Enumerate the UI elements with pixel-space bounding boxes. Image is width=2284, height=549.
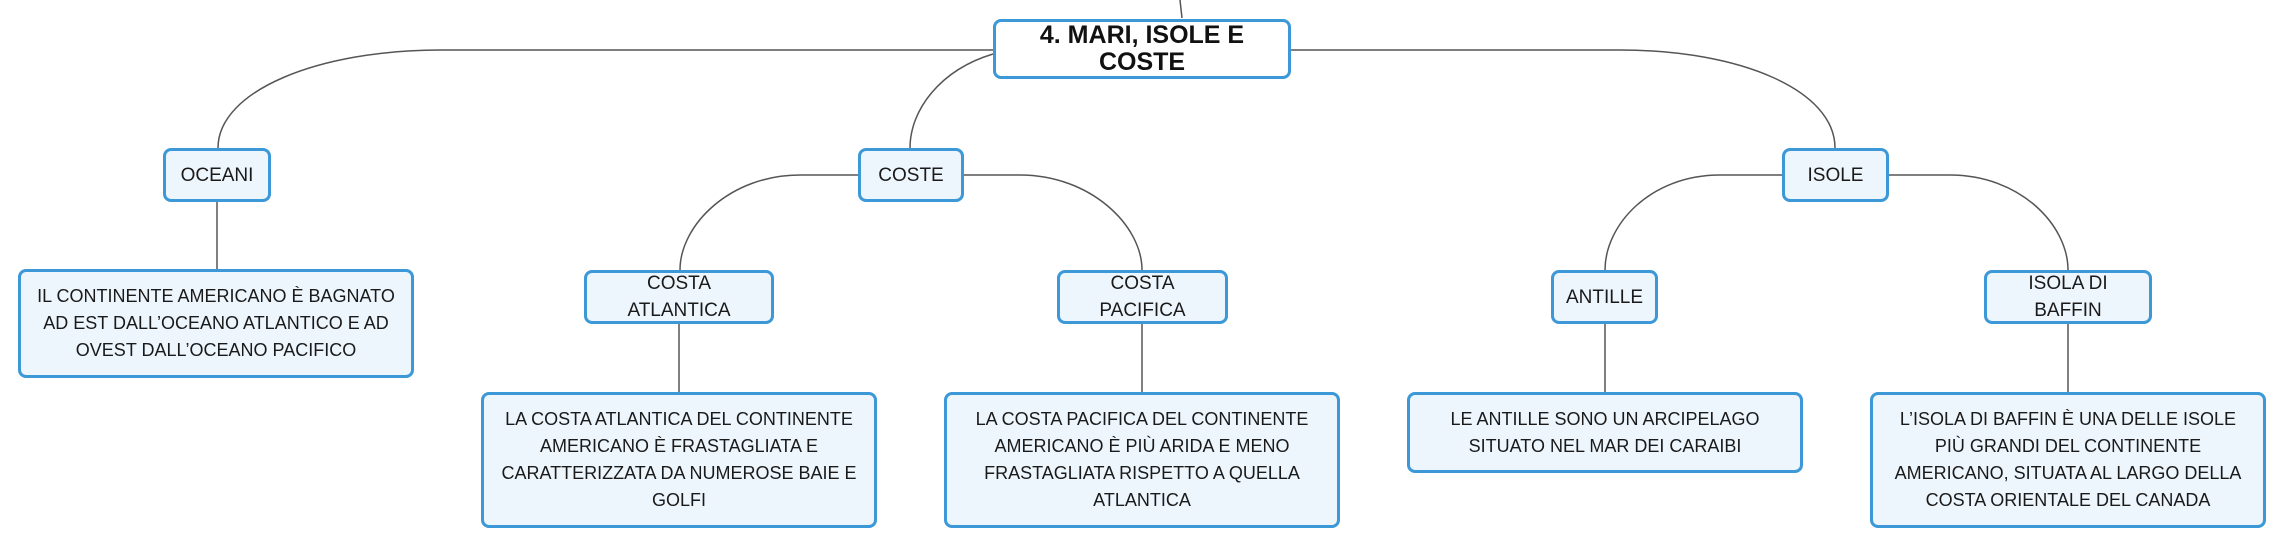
connector-root-oceani [217,49,993,149]
node-isole[interactable]: ISOLE [1782,148,1889,202]
node-antille[interactable]: ANTILLE [1551,270,1658,324]
node-costa-pacifica-detail[interactable]: LA COSTA PACIFICA DEL CONTINENTE AMERICA… [944,392,1340,528]
connector-root-isole [1290,49,1836,149]
node-oceani-detail[interactable]: IL CONTINENTE AMERICANO È BAGNATO AD EST… [18,269,414,378]
node-antille-detail[interactable]: LE ANTILLE SONO UN ARCIPELAGO SITUATO NE… [1407,392,1803,473]
connector-isole-baffin [1887,174,2069,271]
node-costa-pacifica[interactable]: COSTA PACIFICA [1057,270,1228,324]
connector-coste-atlantica [679,174,860,271]
node-oceani[interactable]: OCEANI [163,148,271,202]
connector-root-parent [1179,0,1183,19]
node-coste[interactable]: COSTE [858,148,964,202]
connector-isole-antille [1604,174,1784,271]
node-isola-di-baffin-detail[interactable]: L’ISOLA DI BAFFIN È UNA DELLE ISOLE PIÙ … [1870,392,2266,528]
connector-root-coste [909,53,994,149]
node-costa-atlantica[interactable]: COSTA ATLANTICA [584,270,774,324]
root-node[interactable]: 4. MARI, ISOLE E COSTE [993,19,1291,79]
connector-coste-pacifica [962,174,1143,271]
node-costa-atlantica-detail[interactable]: LA COSTA ATLANTICA DEL CONTINENTE AMERIC… [481,392,877,528]
node-isola-di-baffin[interactable]: ISOLA DI BAFFIN [1984,270,2152,324]
